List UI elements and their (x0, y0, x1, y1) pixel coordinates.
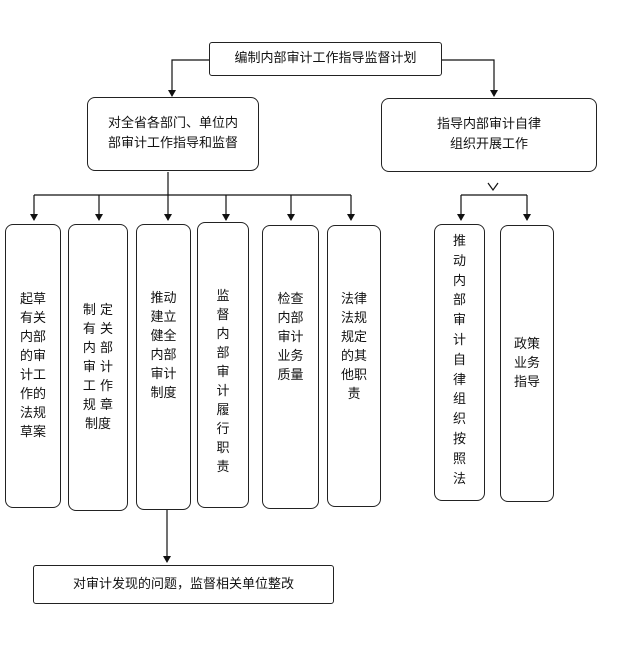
node-l6-label: 法律 法规 规定 的其 他职 责 (340, 292, 367, 402)
node-l2: 制 定 有 关 内 部 审 计 工 作 规 章 制度 (68, 224, 128, 511)
node-left-branch-label: 对全省各部门、单位内 部审计工作指导和监督 (107, 116, 238, 151)
node-root-label: 编制内部审计工作指导监督计划 (234, 51, 417, 66)
node-r1: 推 动 内 部 审 计 自 律 组 织 按 照 法 (434, 224, 485, 501)
node-l2-label: 制 定 有 关 内 部 审 计 工 作 规 章 制度 (82, 303, 114, 432)
node-l3: 推动 建立 健全 内部 审计 制度 (136, 224, 191, 510)
node-l4: 监 督 内 部 审 计 履 行 职 责 (197, 222, 249, 508)
node-l5: 检查 内部 审计 业务 质量 (262, 225, 319, 509)
node-l3-label: 推动 建立 健全 内部 审计 制度 (150, 291, 177, 401)
node-right-branch: 指导内部审计自律 组织开展工作 (381, 98, 597, 172)
node-r2: 政策 业务 指导 (500, 225, 554, 502)
node-l1-label: 起草 有关 内部 的审 计工 作的 法规 草案 (19, 292, 46, 440)
node-left-branch: 对全省各部门、单位内 部审计工作指导和监督 (87, 97, 259, 171)
node-bottom-label: 对审计发现的问题，监督相关单位整改 (72, 576, 294, 592)
node-r2-label: 政策 业务 指导 (513, 337, 540, 390)
node-bottom: 对审计发现的问题，监督相关单位整改 (33, 565, 334, 604)
connector-root-left (168, 59, 209, 97)
connector-root-right (442, 59, 498, 97)
connector-right-open-arrow (487, 182, 499, 192)
node-l6: 法律 法规 规定 的其 他职 责 (327, 225, 381, 507)
node-l4-label: 监 督 内 部 审 计 履 行 职 责 (216, 289, 230, 475)
node-l1: 起草 有关 内部 的审 计工 作的 法规 草案 (5, 224, 61, 508)
node-right-branch-label: 指导内部审计自律 组织开展工作 (436, 117, 541, 152)
node-r1-label: 推 动 内 部 审 计 自 律 组 织 按 照 法 (452, 234, 466, 487)
node-l5-label: 检查 内部 审计 业务 质量 (277, 292, 304, 383)
node-root: 编制内部审计工作指导监督计划 (209, 42, 442, 76)
